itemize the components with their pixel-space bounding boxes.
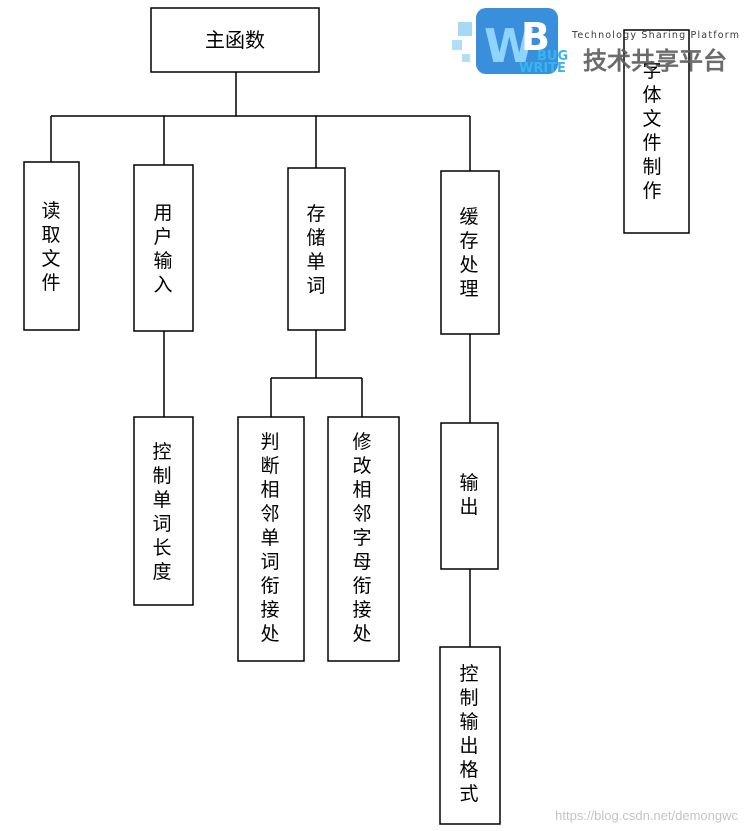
bugwrite-logo: W B BUG WRITE Technology Sharing Platfor… [452, 8, 740, 76]
logo-badge [476, 8, 558, 74]
module-label-word-length: 控制单词长度 [152, 441, 171, 583]
module-label-judge-junction: 判断相邻单词衔接处 [260, 431, 279, 645]
module-node-store-words: 存储单词 [287, 167, 346, 331]
logo-tagline: Technology Sharing Platform [571, 30, 740, 41]
module-node-judge-junction: 判断相邻单词衔接处 [237, 416, 305, 662]
root-label: 主函数 [205, 28, 265, 52]
module-label-modify-junction: 修改相邻字母衔接处 [352, 431, 371, 645]
connectors [50, 72, 471, 647]
module-node-modify-junction: 修改相邻字母衔接处 [327, 416, 400, 662]
module-label-font-file: 字体文件制作 [642, 60, 661, 202]
logo-letter-w: W [484, 19, 535, 73]
module-node-read-file: 读取文件 [23, 161, 80, 331]
root-node: 主函数 [150, 7, 320, 73]
module-label-cache: 缓存处理 [459, 206, 478, 300]
logo-letter-b: B [521, 15, 550, 59]
logo-bug: BUG [537, 49, 568, 64]
module-node-cache: 缓存处理 [440, 170, 500, 335]
logo-cn-title: 技术共享平台 [583, 47, 727, 75]
module-label-store-words: 存储单词 [306, 203, 325, 297]
module-label-user-input: 用户输入 [153, 202, 172, 296]
module-node-user-input: 用户输入 [133, 164, 194, 332]
module-label-output: 输出 [459, 472, 478, 518]
module-node-output-format: 控制输出格式 [439, 646, 501, 825]
module-label-output-format: 控制输出格式 [459, 663, 478, 805]
module-node-word-length: 控制单词长度 [133, 416, 194, 606]
module-label-read-file: 读取文件 [41, 200, 60, 294]
module-node-output: 输出 [440, 422, 499, 570]
source-watermark: https://blog.csdn.net/demongwc [555, 808, 738, 823]
logo-write: WRITE [519, 61, 566, 76]
module-node-font-file: 字体文件制作 [623, 29, 690, 234]
